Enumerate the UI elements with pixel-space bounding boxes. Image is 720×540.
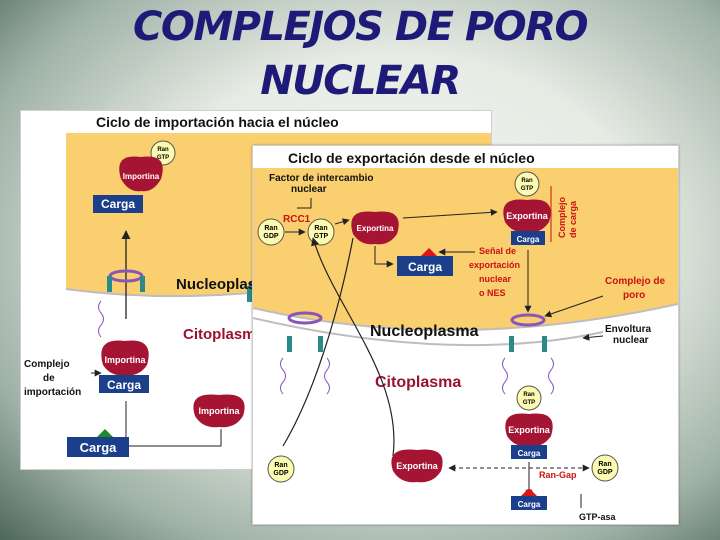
export-exportina-cyto: Exportina <box>505 413 553 447</box>
export-exportina-complex: Exportina <box>503 199 551 233</box>
export-nes-label: Señal de exportación nuclear o NES <box>469 246 520 298</box>
svg-text:Ran: Ran <box>521 178 533 184</box>
export-cycle-diagram: Ciclo de exportación desde el núcleo Fac… <box>252 150 679 522</box>
svg-text:Carga: Carga <box>80 440 118 455</box>
export-nucleoplasma-label: Nucleoplasma <box>370 323 479 340</box>
import-pore-left <box>98 269 145 338</box>
svg-text:Señal de: Señal de <box>479 246 516 256</box>
export-return-arrow-1 <box>311 237 395 457</box>
svg-text:Carga: Carga <box>101 197 135 211</box>
svg-text:Complejo: Complejo <box>24 359 70 370</box>
export-return-arrow-2 <box>282 237 354 447</box>
slide-title-line1: COMPLEJOS DE PORO <box>133 4 589 50</box>
svg-text:Importina: Importina <box>123 172 160 181</box>
svg-text:Exportina: Exportina <box>508 425 551 435</box>
export-carga-cyto: Carga <box>511 445 547 459</box>
svg-text:o NES: o NES <box>479 288 506 298</box>
svg-text:Exportina: Exportina <box>506 211 549 221</box>
svg-text:GTP: GTP <box>157 155 169 161</box>
import-importina-free: Importina <box>193 394 245 428</box>
export-carga-complex: Carga <box>511 231 545 245</box>
svg-text:GDP: GDP <box>263 233 279 240</box>
export-factor-label-1: Factor de intercambio <box>269 173 373 184</box>
svg-text:Ran: Ran <box>523 392 535 398</box>
export-carga-free: Carga <box>511 488 547 510</box>
import-carga-nucleus: Carga <box>93 195 143 213</box>
export-citoplasma-label: Citoplasma <box>375 374 461 391</box>
svg-text:GTP: GTP <box>523 400 535 406</box>
svg-text:Carga: Carga <box>517 235 540 244</box>
export-ran-gdp-nucleus: Ran GDP <box>257 218 285 246</box>
svg-text:GTP: GTP <box>314 233 329 240</box>
svg-text:GDP: GDP <box>597 469 613 476</box>
export-panel-title: Ciclo de exportación desde el núcleo <box>288 150 535 166</box>
export-complejo-carga-2: de carga <box>568 200 578 238</box>
export-ran-gdp-right: Ran GDP <box>591 454 619 482</box>
svg-text:exportación: exportación <box>469 260 520 270</box>
export-pore-right <box>502 313 554 395</box>
import-carga-free: Carga <box>67 429 129 457</box>
import-cycle-bottom-line <box>126 429 222 447</box>
svg-text:Ran: Ran <box>314 225 327 232</box>
import-carga-cyto: Carga <box>99 375 149 393</box>
svg-text:Ran: Ran <box>157 147 169 153</box>
export-complejo-poro-1: Complejo de <box>605 276 665 287</box>
export-complejo-poro-2: poro <box>623 290 645 301</box>
svg-text:de: de <box>43 373 55 384</box>
import-panel-title: Ciclo de importación hacia el núcleo <box>96 114 339 130</box>
export-ran-gap-label: Ran-Gap <box>539 470 577 480</box>
export-ran-gtp-nucleus: Ran GTP <box>307 218 335 246</box>
svg-text:Carga: Carga <box>518 449 541 458</box>
svg-text:Carga: Carga <box>408 260 442 274</box>
export-envoltura-1: Envoltura <box>605 324 652 335</box>
export-complejo-carga-1: Complejo <box>557 196 567 238</box>
import-importina-cyto: Importina <box>101 340 149 376</box>
import-citoplasma-label: Citoplasm <box>183 326 256 343</box>
slide-title-line2: NUCLEAR <box>260 58 461 104</box>
svg-text:nuclear: nuclear <box>479 274 512 284</box>
svg-text:Importina: Importina <box>198 406 240 416</box>
import-importina-nucleus: Importina <box>119 156 163 192</box>
svg-text:Ran: Ran <box>598 461 611 468</box>
svg-text:Exportina: Exportina <box>396 461 439 471</box>
export-carga-nucleus: Carga <box>397 248 453 276</box>
import-complex-label: Complejo de importación <box>24 359 81 398</box>
import-nucleoplasma-label: Nucleoplas <box>176 276 256 293</box>
export-nuclear-envelope <box>252 303 679 332</box>
export-factor-label-2: nuclear <box>291 184 327 195</box>
export-exportina-free: Exportina <box>391 449 443 483</box>
svg-text:Exportina: Exportina <box>357 224 394 233</box>
export-nucleus-region <box>253 168 678 331</box>
export-ran-gtp-cyto: Ran GTP <box>516 385 542 411</box>
svg-text:importación: importación <box>24 387 81 398</box>
svg-text:GDP: GDP <box>273 470 289 477</box>
export-gtp-asa-label: GTP-asa <box>579 512 617 522</box>
svg-text:Carga: Carga <box>518 500 541 509</box>
svg-text:GTP: GTP <box>521 186 533 192</box>
export-pore-left <box>280 311 330 395</box>
svg-text:Ran: Ran <box>264 225 277 232</box>
export-ran-gtp-complex: Ran GTP <box>514 171 540 197</box>
export-cycle-panel: Ciclo de exportación desde el núcleo Fac… <box>252 145 679 525</box>
export-ran-gdp-left: Ran GDP <box>267 455 295 483</box>
export-envoltura-2: nuclear <box>613 335 649 346</box>
export-arrow-to-complex <box>402 208 498 219</box>
export-exportina-nucleus: Exportina <box>351 211 399 245</box>
svg-text:Importina: Importina <box>104 355 146 365</box>
export-rcc1-label: RCC1 <box>283 214 311 225</box>
svg-text:Ran: Ran <box>274 462 287 469</box>
svg-text:Carga: Carga <box>107 378 141 392</box>
